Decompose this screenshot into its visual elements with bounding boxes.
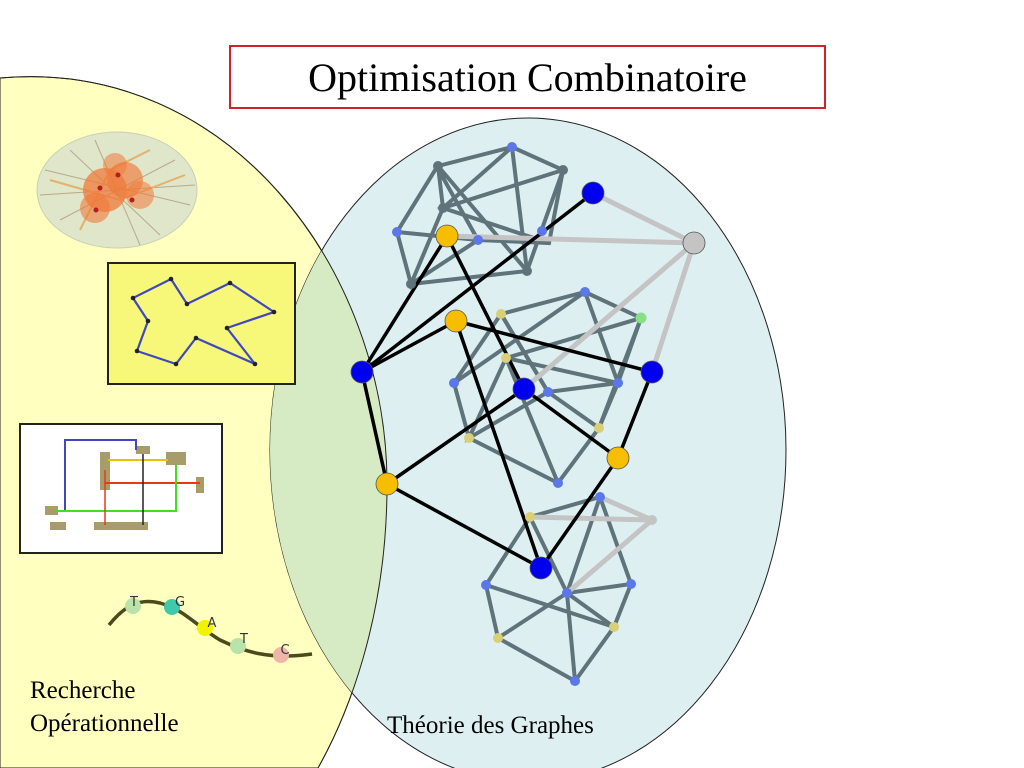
- slide-title: Optimisation Combinatoire: [229, 45, 826, 109]
- yellow-node: [435, 224, 459, 248]
- tour-illustration: [107, 262, 296, 385]
- gray-graph-nodes: [392, 142, 657, 686]
- operations-research-caption: Recherche Opérationnelle: [30, 674, 179, 740]
- dna-letter: A: [208, 616, 217, 631]
- blue-node: [512, 377, 536, 401]
- main-graph-nodes: [350, 181, 706, 580]
- blue-node: [529, 556, 553, 580]
- dna-letter: C: [280, 643, 289, 658]
- light-gray-edges: [444, 190, 697, 596]
- graph-theory-caption: Théorie des Graphes: [387, 712, 594, 739]
- map-illustration: [36, 131, 198, 249]
- blue-node: [350, 360, 374, 384]
- black-edges: [360, 191, 654, 570]
- blue-node: [640, 360, 664, 384]
- dna-letter: T: [129, 595, 138, 610]
- dna-strand-illustration: T G A T C: [107, 595, 313, 663]
- circuit-illustration: [19, 423, 223, 554]
- dna-letter: T: [239, 632, 248, 647]
- yellow-node: [606, 446, 630, 470]
- blue-node: [581, 181, 605, 205]
- gray-node: [682, 231, 706, 255]
- caption-line: Recherche: [30, 677, 136, 704]
- yellow-node: [375, 472, 399, 496]
- caption-line: Opérationnelle: [30, 710, 179, 737]
- yellow-node: [444, 309, 468, 333]
- dna-letter: G: [175, 595, 185, 610]
